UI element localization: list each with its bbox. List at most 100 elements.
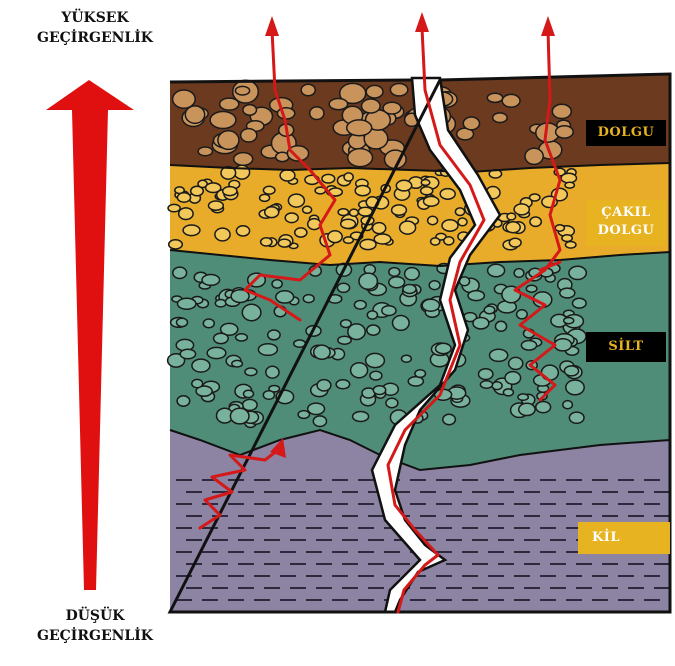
stone [386, 398, 398, 407]
stone [260, 194, 270, 201]
stone [266, 366, 279, 378]
stone [421, 187, 433, 195]
stone [463, 117, 479, 130]
stone [370, 371, 382, 380]
stone [428, 216, 438, 224]
stone [261, 238, 272, 246]
stone [298, 411, 309, 419]
stone [179, 208, 193, 220]
stone [276, 291, 294, 303]
stone [322, 174, 335, 183]
flow-arrowhead-center [415, 12, 429, 32]
stone [421, 180, 430, 186]
low-permeability-label: DÜŞÜK GEÇİRGENLİK [20, 606, 170, 646]
stone [353, 412, 369, 422]
stone [402, 355, 412, 362]
stone [373, 223, 386, 234]
stone [573, 298, 587, 308]
stone [310, 107, 324, 120]
stone [177, 318, 188, 326]
stone [263, 186, 275, 194]
stone [490, 349, 508, 361]
stone [367, 325, 380, 335]
stone [514, 269, 524, 278]
stone [183, 225, 200, 236]
stone [244, 390, 254, 397]
stone [473, 318, 489, 329]
stone [210, 112, 236, 129]
stone [518, 394, 528, 400]
stone [507, 213, 516, 220]
stone [263, 391, 274, 400]
stone [272, 280, 282, 288]
stone [362, 99, 381, 113]
stone [344, 237, 354, 243]
stone [436, 343, 452, 353]
stone [564, 366, 578, 376]
stone [389, 268, 400, 277]
stone [354, 301, 366, 310]
stone [177, 396, 190, 406]
stone [359, 273, 377, 289]
stone [564, 318, 574, 324]
stone [525, 148, 543, 164]
stone [367, 311, 377, 319]
stone [341, 219, 356, 228]
stone [400, 221, 416, 234]
stone [458, 218, 467, 226]
stone [488, 264, 505, 276]
stone [203, 319, 214, 328]
stone [389, 277, 405, 288]
stone [258, 344, 277, 356]
stone [392, 205, 407, 215]
stone [509, 238, 521, 247]
stone [169, 240, 183, 249]
stone [303, 295, 314, 303]
stone [484, 306, 495, 314]
stone [565, 242, 576, 249]
stone [554, 339, 571, 351]
stone [569, 266, 586, 279]
stone [493, 113, 507, 123]
stone [347, 120, 372, 136]
stone [268, 330, 280, 340]
layer-label-dolgu: DOLGU [586, 120, 666, 146]
stone [355, 186, 370, 196]
layer-label-cakil-line2: DOLGU [586, 222, 666, 240]
stone [215, 300, 226, 307]
stone [366, 85, 383, 98]
stone [396, 180, 411, 191]
stone [373, 386, 385, 395]
stone [308, 403, 325, 414]
stone [393, 316, 410, 331]
stone [236, 226, 249, 236]
stone [403, 285, 416, 294]
stone [366, 353, 385, 367]
stone [442, 220, 458, 231]
stone [440, 189, 455, 200]
high-label-line1: YÜKSEK [20, 8, 170, 28]
stone [234, 153, 253, 166]
stone [569, 412, 584, 423]
stone [317, 380, 331, 391]
stone [360, 239, 376, 249]
layer-label-cakil-line1: ÇAKIL [586, 204, 666, 222]
layer-label-kil: KİL [578, 522, 670, 554]
stone [314, 345, 330, 359]
stone [556, 126, 574, 138]
stone [555, 225, 564, 231]
stone [301, 84, 315, 96]
stone [405, 268, 420, 280]
stone [218, 131, 239, 150]
permeability-arrow [46, 80, 134, 590]
stone [517, 310, 528, 319]
stone [506, 222, 520, 233]
stone [236, 334, 248, 341]
stone [338, 336, 351, 344]
stone [526, 285, 537, 292]
low-label-line2: GEÇİRGENLİK [20, 626, 170, 646]
stone [336, 380, 350, 389]
stone [198, 147, 212, 156]
stone [288, 194, 304, 207]
